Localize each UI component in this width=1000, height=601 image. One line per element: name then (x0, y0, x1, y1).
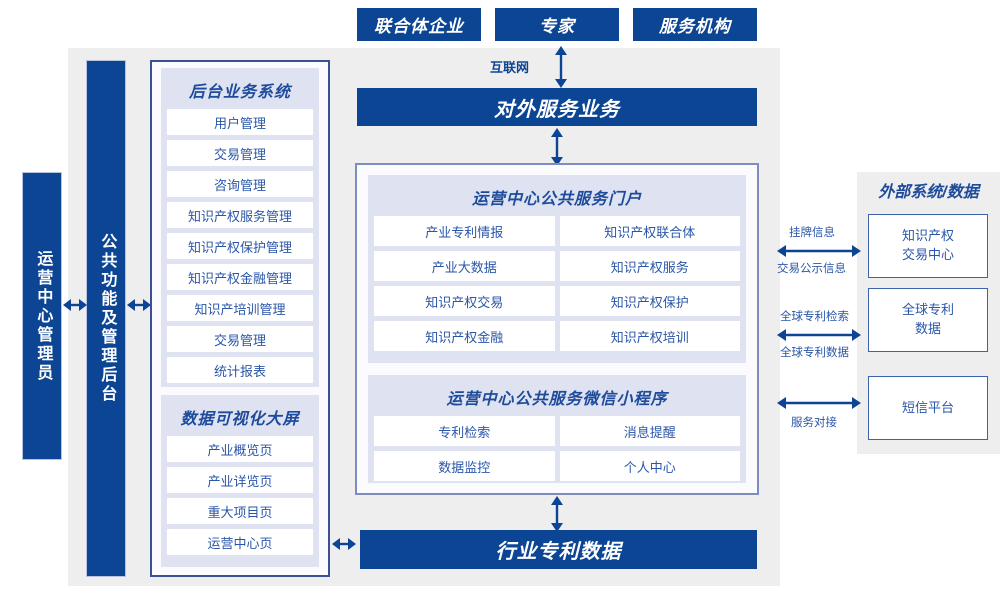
portal-item[interactable]: 知识产权交易 (374, 286, 555, 316)
service-to-portal-arrow (548, 128, 566, 166)
external-box-ip-exchange[interactable]: 知识产权 交易中心 (868, 214, 988, 278)
portal-item[interactable]: 知识产权联合体 (559, 216, 740, 246)
mini-program-item[interactable]: 个人中心 (559, 451, 740, 481)
connector-label-listing-info: 挂牌信息 (789, 227, 835, 239)
portal-item[interactable]: 知识产权保护 (559, 286, 740, 316)
portal-item[interactable]: 知识产权服务 (559, 251, 740, 281)
external-box-global-patent-data[interactable]: 全球专利 数据 (868, 288, 988, 352)
admin-to-backend-arrow (63, 296, 87, 314)
column-to-industry-data-arrow (332, 535, 356, 553)
external-box-label: 知识产权 交易中心 (901, 228, 954, 262)
connector-label-trade-disclosure: 交易公示信息 (777, 263, 846, 275)
external-connector-arrow-2 (777, 327, 861, 343)
data-visualization-group: 数据可视化大屏 产业概览页 产业详览页 重大项目页 运营中心页 (161, 395, 319, 567)
connector-label-global-patent-search: 全球专利检索 (780, 311, 849, 323)
external-connector-arrow-1 (777, 243, 861, 259)
backend-item[interactable]: 咨询管理 (167, 171, 313, 197)
mini-program-grid: 专利检索 消息提醒 数据监控 个人中心 (374, 416, 740, 481)
backend-item[interactable]: 知识产权服务管理 (167, 202, 313, 228)
public-portal-group: 运营中心公共服务门户 产业专利情报 知识产权联合体 产业大数据 知识产权服务 知… (368, 175, 746, 363)
backend-item[interactable]: 用户管理 (167, 109, 313, 135)
external-service-bar: 对外服务业务 (357, 88, 757, 126)
connector-label-service-docking: 服务对接 (791, 417, 837, 429)
external-box-label: 全球专利 数据 (901, 302, 954, 336)
portal-item[interactable]: 产业专利情报 (374, 216, 555, 246)
internet-label: 互联网 (490, 60, 530, 75)
public-portal-title: 运营中心公共服务门户 (471, 191, 642, 208)
mini-program-item[interactable]: 专利检索 (374, 416, 555, 446)
industry-patent-data-bar: 行业专利数据 (360, 530, 757, 569)
external-systems-title: 外部系统/数据 (878, 184, 979, 201)
portal-item[interactable]: 产业大数据 (374, 251, 555, 281)
data-visualization-title: 数据可视化大屏 (180, 411, 300, 428)
actor-box-1: 联合体企业 (357, 8, 481, 41)
portal-item[interactable]: 知识产权培训 (559, 321, 740, 351)
connector-label-global-patent-data: 全球专利数据 (780, 347, 849, 359)
backend-system-title: 后台业务系统 (188, 84, 291, 101)
visualization-item[interactable]: 产业详览页 (167, 467, 313, 493)
external-box-label: 短信平台 (901, 399, 954, 415)
backend-system-group: 后台业务系统 用户管理 交易管理 咨询管理 知识产权服务管理 知识产权保护管理 … (161, 68, 319, 387)
public-portal-grid: 产业专利情报 知识产权联合体 产业大数据 知识产权服务 知识产权交易 知识产权保… (374, 216, 740, 351)
backend-item[interactable]: 知识产培训管理 (167, 295, 313, 321)
external-connector-arrow-3 (777, 395, 861, 411)
pillar-common-backend: 公共功能及管理后台 (86, 60, 126, 577)
actor-box-2: 专家 (495, 8, 619, 41)
backend-to-list-arrow (127, 296, 151, 314)
backend-item[interactable]: 交易管理 (167, 140, 313, 166)
mini-program-item[interactable]: 数据监控 (374, 451, 555, 481)
visualization-item[interactable]: 产业概览页 (167, 436, 313, 462)
mini-program-group: 运营中心公共服务微信小程序 专利检索 消息提醒 数据监控 个人中心 (368, 375, 746, 483)
backend-item[interactable]: 交易管理 (167, 326, 313, 352)
visualization-item[interactable]: 重大项目页 (167, 498, 313, 524)
visualization-item[interactable]: 运营中心页 (167, 529, 313, 555)
portal-to-industry-data-arrow (548, 496, 566, 532)
portal-item[interactable]: 知识产权金融 (374, 321, 555, 351)
backend-item[interactable]: 知识产权金融管理 (167, 264, 313, 290)
external-box-sms-platform[interactable]: 短信平台 (868, 376, 988, 440)
actor-box-3: 服务机构 (633, 8, 757, 41)
pillar-operations-admin: 运营中心管理员 (22, 172, 62, 460)
internet-arrow (552, 46, 570, 88)
backend-item[interactable]: 统计报表 (167, 357, 313, 383)
backend-item[interactable]: 知识产权保护管理 (167, 233, 313, 259)
mini-program-item[interactable]: 消息提醒 (559, 416, 740, 446)
mini-program-title: 运营中心公共服务微信小程序 (446, 391, 668, 408)
